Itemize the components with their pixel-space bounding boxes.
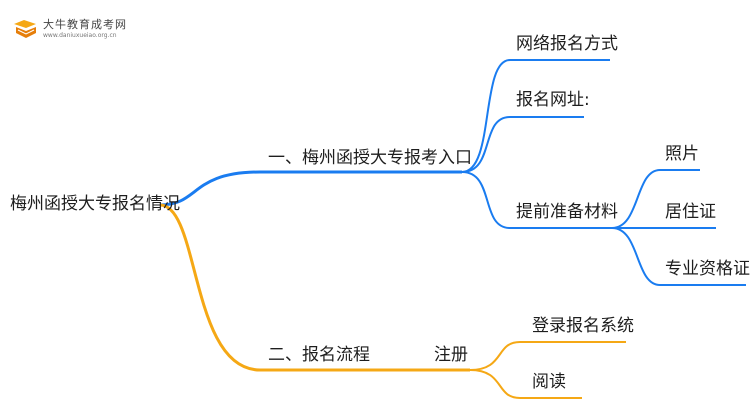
connector-materials-photo	[611, 169, 700, 229]
material-photo-node: 照片	[665, 144, 699, 164]
online-registration-node: 网络报名方式	[516, 34, 618, 54]
site-logo: 大牛教育成考网 www.daniuxueiao.org.cn	[12, 18, 127, 40]
prepare-materials-node: 提前准备材料	[516, 202, 618, 222]
register-node: 注册	[434, 345, 468, 365]
connector-branch1-url	[461, 116, 584, 173]
branch1-node: 一、梅州函授大专报考入口	[268, 148, 472, 168]
root-node: 梅州函授大专报名情况	[10, 194, 180, 214]
registration-url-node: 报名网址:	[516, 90, 590, 110]
connector-branch2-read	[469, 369, 582, 399]
connector-branch1-online	[461, 59, 610, 173]
logo-url: www.daniuxueiao.org.cn	[43, 32, 117, 39]
book-logo-icon	[14, 20, 36, 38]
connector-branch2-login	[469, 341, 626, 371]
branch2-node: 二、报名流程	[268, 345, 370, 365]
connector-root-branch1	[159, 170, 462, 207]
connector-root-branch2	[159, 203, 470, 372]
logo-title: 大牛教育成考网	[43, 18, 127, 31]
material-professional-cert-node: 专业资格证	[665, 259, 750, 279]
connector-materials-cert	[611, 227, 746, 286]
read-node: 阅读	[532, 372, 566, 392]
material-residence-permit-node: 居住证	[665, 202, 716, 222]
login-system-node: 登录报名系统	[532, 316, 634, 336]
connector-branch1-materials	[461, 171, 612, 229]
